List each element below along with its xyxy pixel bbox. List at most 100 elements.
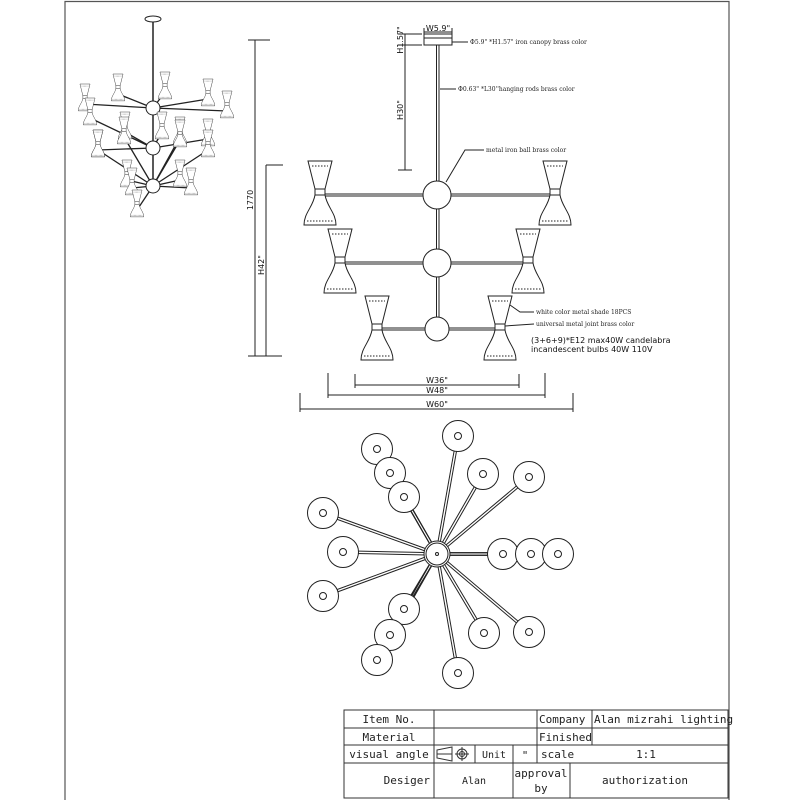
item-no-label: Item No. (363, 713, 416, 726)
label-bulb-1: (3+6+9)*E12 max40W candelabra (531, 336, 671, 345)
shade-upper-cone (307, 160, 333, 190)
shade-joint (188, 179, 194, 183)
leader-shade (509, 304, 534, 313)
top-view-shade (487, 538, 519, 570)
lamp-shade (360, 295, 394, 361)
shade-joint (95, 141, 101, 145)
shade-upper-cone (515, 228, 541, 258)
top-view-shade (327, 536, 359, 568)
dim-canopy-height: H1.57" (396, 26, 405, 54)
thumb-arm (123, 136, 154, 187)
ball-mid (422, 248, 452, 278)
thumb-arm (97, 147, 154, 151)
approval-label: approval (515, 767, 568, 780)
top-view-shade (442, 657, 474, 689)
dim-width-60: W60" (426, 400, 448, 409)
label-canopy: Φ5.9" *H1.57" iron canopy brass color (470, 39, 587, 46)
thumb-ball (145, 140, 161, 156)
shade-upper-cone (202, 78, 214, 91)
shade-upper-cone (79, 83, 91, 96)
shade-joint (494, 323, 506, 331)
shade-lower-bell (130, 204, 144, 218)
shade-lower-bell (201, 144, 215, 158)
shade-upper-cone (118, 116, 130, 129)
top-view-shade-center (525, 628, 533, 636)
shade-joint (134, 201, 140, 205)
top-view-shade (468, 617, 500, 649)
top-view-arm-edge (437, 552, 531, 632)
shade-upper-cone (542, 160, 568, 190)
leader-ball (445, 149, 484, 183)
shade-lower-bell (173, 134, 187, 148)
shade-lower-bell (511, 262, 545, 294)
ball-top (422, 180, 452, 210)
top-view-shade (388, 481, 420, 513)
shade-lower-bell (155, 126, 169, 140)
thumb-ball (145, 100, 161, 116)
top-view-shade (374, 457, 406, 489)
shade-lower-bell (173, 174, 187, 188)
top-view-shade-center (527, 550, 535, 558)
lamp-shade (538, 160, 572, 226)
front-elevation: Φ5.9" *H1.57" iron canopy brass color Φ0… (246, 24, 671, 412)
lamp-shade (117, 116, 131, 145)
shade-joint (121, 128, 127, 132)
shade-upper-cone (92, 129, 104, 142)
lamp-shade (201, 78, 215, 107)
top-view-shade-center (554, 550, 562, 558)
thumb-canopy (144, 15, 162, 23)
top-view-shade-center (386, 469, 394, 477)
material-label: Material (363, 731, 416, 744)
dim-rod-height: H30" (396, 100, 405, 120)
shade-lower-bell (111, 88, 125, 102)
top-view-hub (423, 540, 451, 568)
shade-lower-bell (538, 194, 572, 226)
top-view-shade (442, 420, 474, 452)
top-view-arm (323, 511, 438, 554)
top-view-shade-center (386, 631, 394, 639)
shade-joint (162, 83, 168, 87)
projection-symbol-icon (436, 746, 469, 762)
lamp-shade (323, 228, 357, 294)
label-joint: universal metal joint brass color (536, 321, 634, 328)
shade-joint (177, 131, 183, 135)
shade-lower-bell (201, 93, 215, 107)
top-view-shade (374, 619, 406, 651)
shade-joint (205, 90, 211, 94)
lamp-shade (155, 111, 169, 140)
company-label: Company (539, 713, 586, 726)
shade-lower-bell (360, 329, 394, 361)
thumb-ball (145, 178, 161, 194)
designer-label: Desiger (384, 774, 431, 787)
shade-joint (159, 123, 165, 127)
top-view-arm-edge (323, 554, 438, 598)
shade-upper-cone (112, 73, 124, 86)
shade-upper-cone (156, 111, 168, 124)
scale-label: scale (541, 748, 574, 761)
canopy (423, 33, 453, 46)
shade-lower-bell (323, 262, 357, 294)
lamp-shade (91, 129, 105, 158)
lamp-shade (83, 97, 97, 126)
lamp-shade (130, 189, 144, 218)
top-view-shade-center (400, 493, 408, 501)
ball-low (424, 316, 450, 342)
finished-label: Finished (539, 731, 592, 744)
top-view-shade (513, 461, 545, 493)
perspective-view (78, 15, 234, 218)
thumb-arm (152, 139, 181, 187)
top-view-shade-center (454, 432, 462, 440)
top-view-arm-edge (437, 553, 460, 673)
label-rod: Φ0.63" *L30''hanging rods brass color (458, 86, 575, 93)
shade-upper-cone (364, 295, 390, 325)
lamp-shade (111, 73, 125, 102)
top-view-hub-center (435, 552, 439, 556)
shade-upper-cone (327, 228, 353, 258)
visual-angle-label: visual angle (349, 748, 428, 761)
top-view-shade-center (319, 509, 327, 517)
top-view-arm (322, 552, 437, 596)
thumb-arm (84, 103, 154, 109)
top-view-arm (437, 477, 531, 556)
dim-canopy-width: W5.9" (426, 24, 450, 33)
top-view-shade-center (319, 592, 327, 600)
